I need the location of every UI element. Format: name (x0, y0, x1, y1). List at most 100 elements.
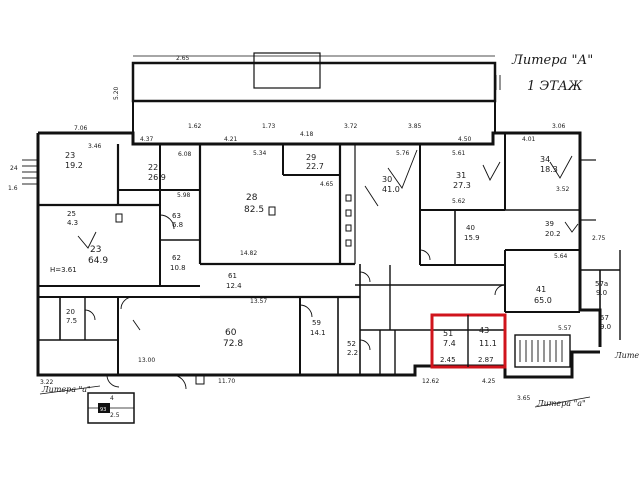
dim-4-18: 4.18 (300, 131, 314, 138)
room-40-area: 15.9 (464, 234, 480, 242)
highlight-dim-left: 2.45 (440, 356, 456, 364)
room-59-num: 59 (312, 319, 321, 327)
dim-2-65: 2.65 (176, 55, 190, 62)
room-22-area: 26.9 (148, 173, 166, 182)
dim-1-62: 1.62 (188, 123, 202, 130)
top-annex: 2.65 5.20 (113, 52, 497, 133)
dim-5-61: 5.61 (452, 150, 466, 157)
room-57-area: 9.0 (600, 323, 611, 331)
room-63-area: 6.8 (172, 221, 183, 229)
label-2-5: 2.5 (110, 412, 120, 419)
room-40-num: 40 (466, 224, 475, 232)
room-34-num: 34 (540, 155, 550, 164)
room-25-area: 4.3 (67, 219, 78, 227)
left-edge-labels: 24 1.6 (8, 165, 18, 192)
dim-4-01: 4.01 (522, 136, 536, 143)
dim-2-75: 2.75 (592, 235, 606, 242)
dim-5-62: 5.62 (452, 198, 466, 205)
litera-right-edge: Лите (614, 351, 639, 360)
dim-3-72: 3.72 (344, 123, 358, 130)
dim-5-57: 5.57 (558, 325, 572, 332)
dim-6-08: 6.08 (178, 151, 192, 158)
dim-11-70: 11.70 (218, 378, 235, 385)
dim-4-21: 4.21 (224, 136, 238, 143)
small-squares (115, 194, 352, 385)
room-25-num: 25 (67, 210, 76, 218)
room-labels: 23 19.2 22 26.9 28 82.5 29 22.7 30 41.0 … (50, 151, 611, 364)
room-29-num: 29 (306, 153, 316, 162)
dimension-labels: 7.06 3.46 4.37 1.62 4.21 1.73 4.18 3.72 … (40, 123, 606, 402)
dim-14-82: 14.82 (240, 250, 257, 257)
room-62-area: 10.8 (170, 264, 186, 272)
room-52-num: 52 (347, 340, 356, 348)
room-57a-area: 9.0 (596, 289, 607, 297)
porch-block (98, 403, 110, 413)
dim-5-76: 5.76 (396, 150, 410, 157)
dim-1-73: 1.73 (262, 123, 276, 130)
room-23b-num: 23 (90, 245, 101, 255)
room-39-num: 39 (545, 220, 554, 228)
litera-title: Литера "А" (511, 53, 593, 68)
room-57-num: 57 (600, 314, 609, 322)
room-31-area: 27.3 (453, 181, 471, 190)
label-4: 4 (110, 395, 114, 402)
dim-5-64: 5.64 (554, 253, 568, 260)
label-1-6: 1.6 (8, 185, 18, 192)
room-28-num: 28 (246, 193, 258, 203)
inner-walls (38, 133, 621, 375)
dim-3-52: 3.52 (556, 186, 570, 193)
room-23a-num: 23 (65, 151, 75, 160)
dim-7-06: 7.06 (74, 125, 88, 132)
label-24: 24 (10, 165, 18, 172)
room-23b-area: 64.9 (88, 256, 108, 266)
room-61-area: 12.4 (226, 282, 242, 290)
room-20-num: 20 (66, 308, 75, 316)
room-39-area: 20.2 (545, 230, 561, 238)
room-23a-area: 19.2 (65, 161, 83, 170)
room-43-area: 11.1 (479, 339, 497, 348)
dim-3-65: 3.65 (517, 395, 531, 402)
dim-3-06: 3.06 (552, 123, 566, 130)
dim-3-46: 3.46 (88, 143, 102, 150)
highlight-dim-right: 2.87 (478, 356, 494, 364)
dim-13-57: 13.57 (250, 298, 267, 305)
room-63-num: 63 (172, 212, 181, 220)
room-60-num: 60 (225, 328, 237, 338)
dim-4-50: 4.50 (458, 136, 472, 143)
bottom-porch: 4 2.5 93 (87, 392, 135, 424)
dim-4-65: 4.65 (320, 181, 334, 188)
dim-13-00: 13.00 (138, 357, 155, 364)
room-22-num: 22 (148, 163, 158, 172)
dim-5-34: 5.34 (253, 150, 267, 157)
room-52-area: 2.2 (347, 349, 358, 357)
dim-3-22: 3.22 (40, 379, 54, 386)
dim-4-25: 4.25 (482, 378, 496, 385)
litera-a-right: Литера "a" (536, 399, 586, 408)
room-60-area: 72.8 (223, 339, 243, 349)
room-23b-height: H=3.61 (50, 266, 77, 274)
room-31-num: 31 (456, 171, 466, 180)
dim-3-85: 3.85 (408, 123, 422, 130)
room-62-num: 62 (172, 254, 181, 262)
room-34-area: 18.3 (540, 165, 558, 174)
room-61-num: 61 (228, 272, 237, 280)
dim-5-20: 5.20 (113, 86, 120, 100)
room-20-area: 7.5 (66, 317, 77, 325)
room-43-num: 43 (479, 326, 489, 335)
room-29-area: 22.7 (306, 162, 324, 171)
door-arcs (84, 214, 506, 390)
dim-5-98: 5.98 (177, 192, 191, 199)
room-41-area: 65.0 (534, 296, 552, 305)
room-51-area: 7.4 (443, 339, 456, 348)
room-59-area: 14.1 (310, 329, 326, 337)
label-93: 93 (100, 407, 106, 413)
litera-a-labels: Литера "a" Литера "a" Лите (39, 351, 639, 408)
floor-title: 1 ЭТАЖ (527, 79, 583, 94)
room-57a-num: 57a (595, 280, 608, 288)
room-41-num: 41 (536, 285, 546, 294)
room-30-num: 30 (382, 175, 392, 184)
dim-4-37: 4.37 (140, 136, 154, 143)
room-28-area: 82.5 (244, 205, 264, 215)
litera-a-left: Литера "a" (41, 385, 91, 394)
